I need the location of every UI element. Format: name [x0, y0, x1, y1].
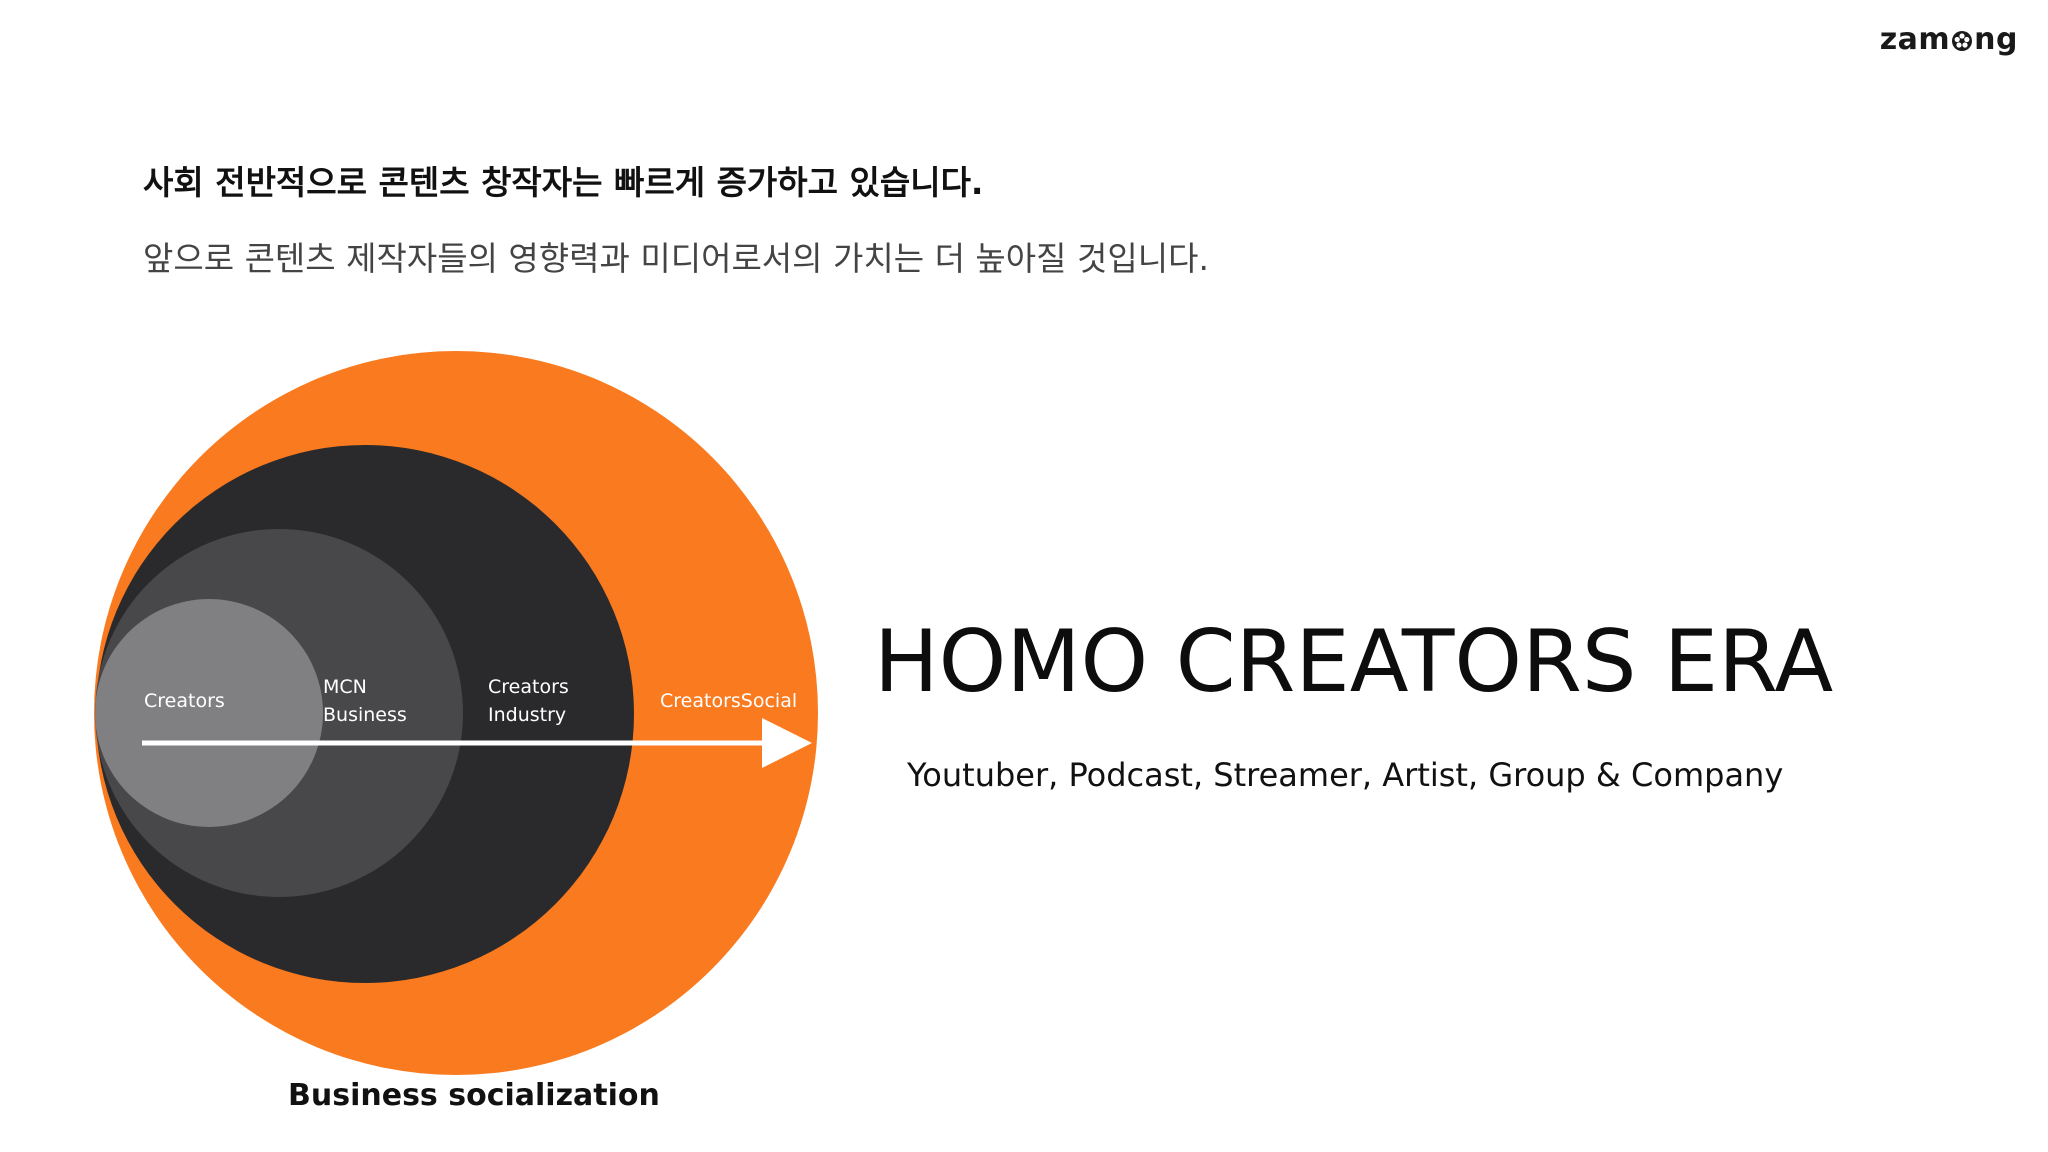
concentric-diagram: Creators MCN Business Creators Industry … [90, 345, 830, 1085]
diagram-caption: Business socialization [288, 1078, 660, 1113]
label-industry-1: Creators [488, 676, 569, 698]
label-social: CreatorsSocial [660, 690, 797, 712]
subline: 앞으로 콘텐츠 제작자들의 영향력과 미디어로서의 가치는 더 높아질 것입니다… [143, 239, 1209, 278]
label-creators: Creators [144, 690, 225, 712]
logo-text-end: ng [1974, 22, 2018, 57]
hero-roles: Youtuber, Podcast, Streamer, Artist, Gro… [907, 756, 1784, 794]
zamong-logo: zam ng [1880, 22, 2018, 57]
label-mcn-1: MCN [323, 676, 367, 698]
label-industry-2: Industry [488, 704, 566, 726]
headline: 사회 전반적으로 콘텐츠 창작자는 빠르게 증가하고 있습니다. [143, 163, 984, 202]
inner-circle-creators [95, 599, 323, 827]
logo-text-start: zam [1879, 22, 1951, 57]
flower-icon [1951, 30, 1973, 52]
hero-title: HOMO CREATORS ERA [874, 612, 1834, 712]
label-mcn-2: Business [323, 704, 407, 726]
